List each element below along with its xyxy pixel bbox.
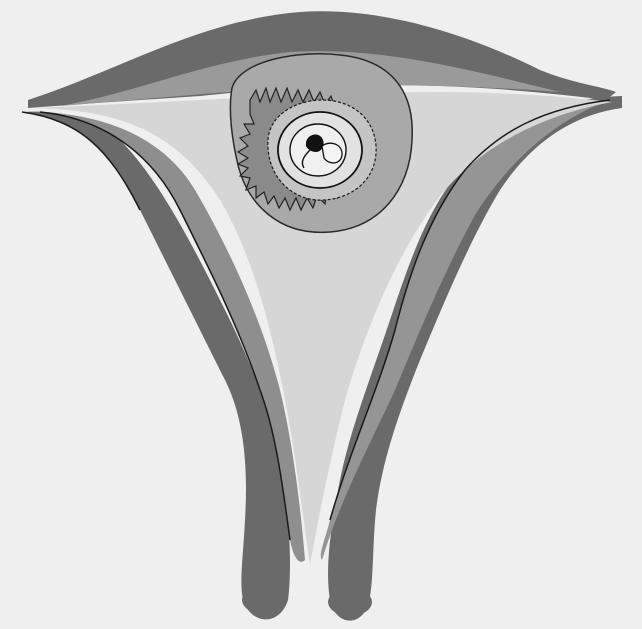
right-cervix-tip bbox=[328, 588, 372, 616]
yolk-sac bbox=[322, 143, 342, 163]
left-cervix-tip bbox=[242, 586, 286, 614]
